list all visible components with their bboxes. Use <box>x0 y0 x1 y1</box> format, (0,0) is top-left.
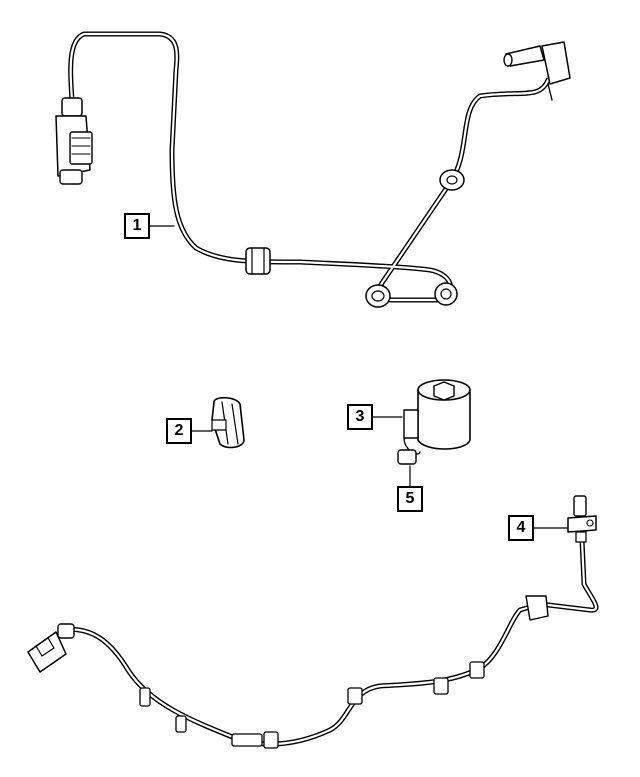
mount-grommet-right <box>434 282 458 306</box>
callout-5: 5 <box>397 486 423 512</box>
clip <box>191 396 245 449</box>
mount-grommet-upper <box>439 169 465 191</box>
lower-connector <box>27 623 75 673</box>
sensor-head-upper <box>503 41 571 101</box>
sensor-head-lower <box>567 495 597 543</box>
bolt <box>372 379 471 487</box>
lower-harness-cable <box>59 537 599 747</box>
harness-connector-left <box>55 97 93 185</box>
upper-harness-cable <box>68 31 551 303</box>
callout-2: 2 <box>166 418 192 444</box>
callout-4: 4 <box>508 515 534 541</box>
callout-3: 3 <box>347 404 373 430</box>
callout-1: 1 <box>124 213 150 239</box>
lower-harness-assembly <box>27 495 599 749</box>
mount-grommet-left <box>365 284 391 308</box>
upper-harness-assembly <box>55 31 571 308</box>
grommet <box>245 247 271 275</box>
